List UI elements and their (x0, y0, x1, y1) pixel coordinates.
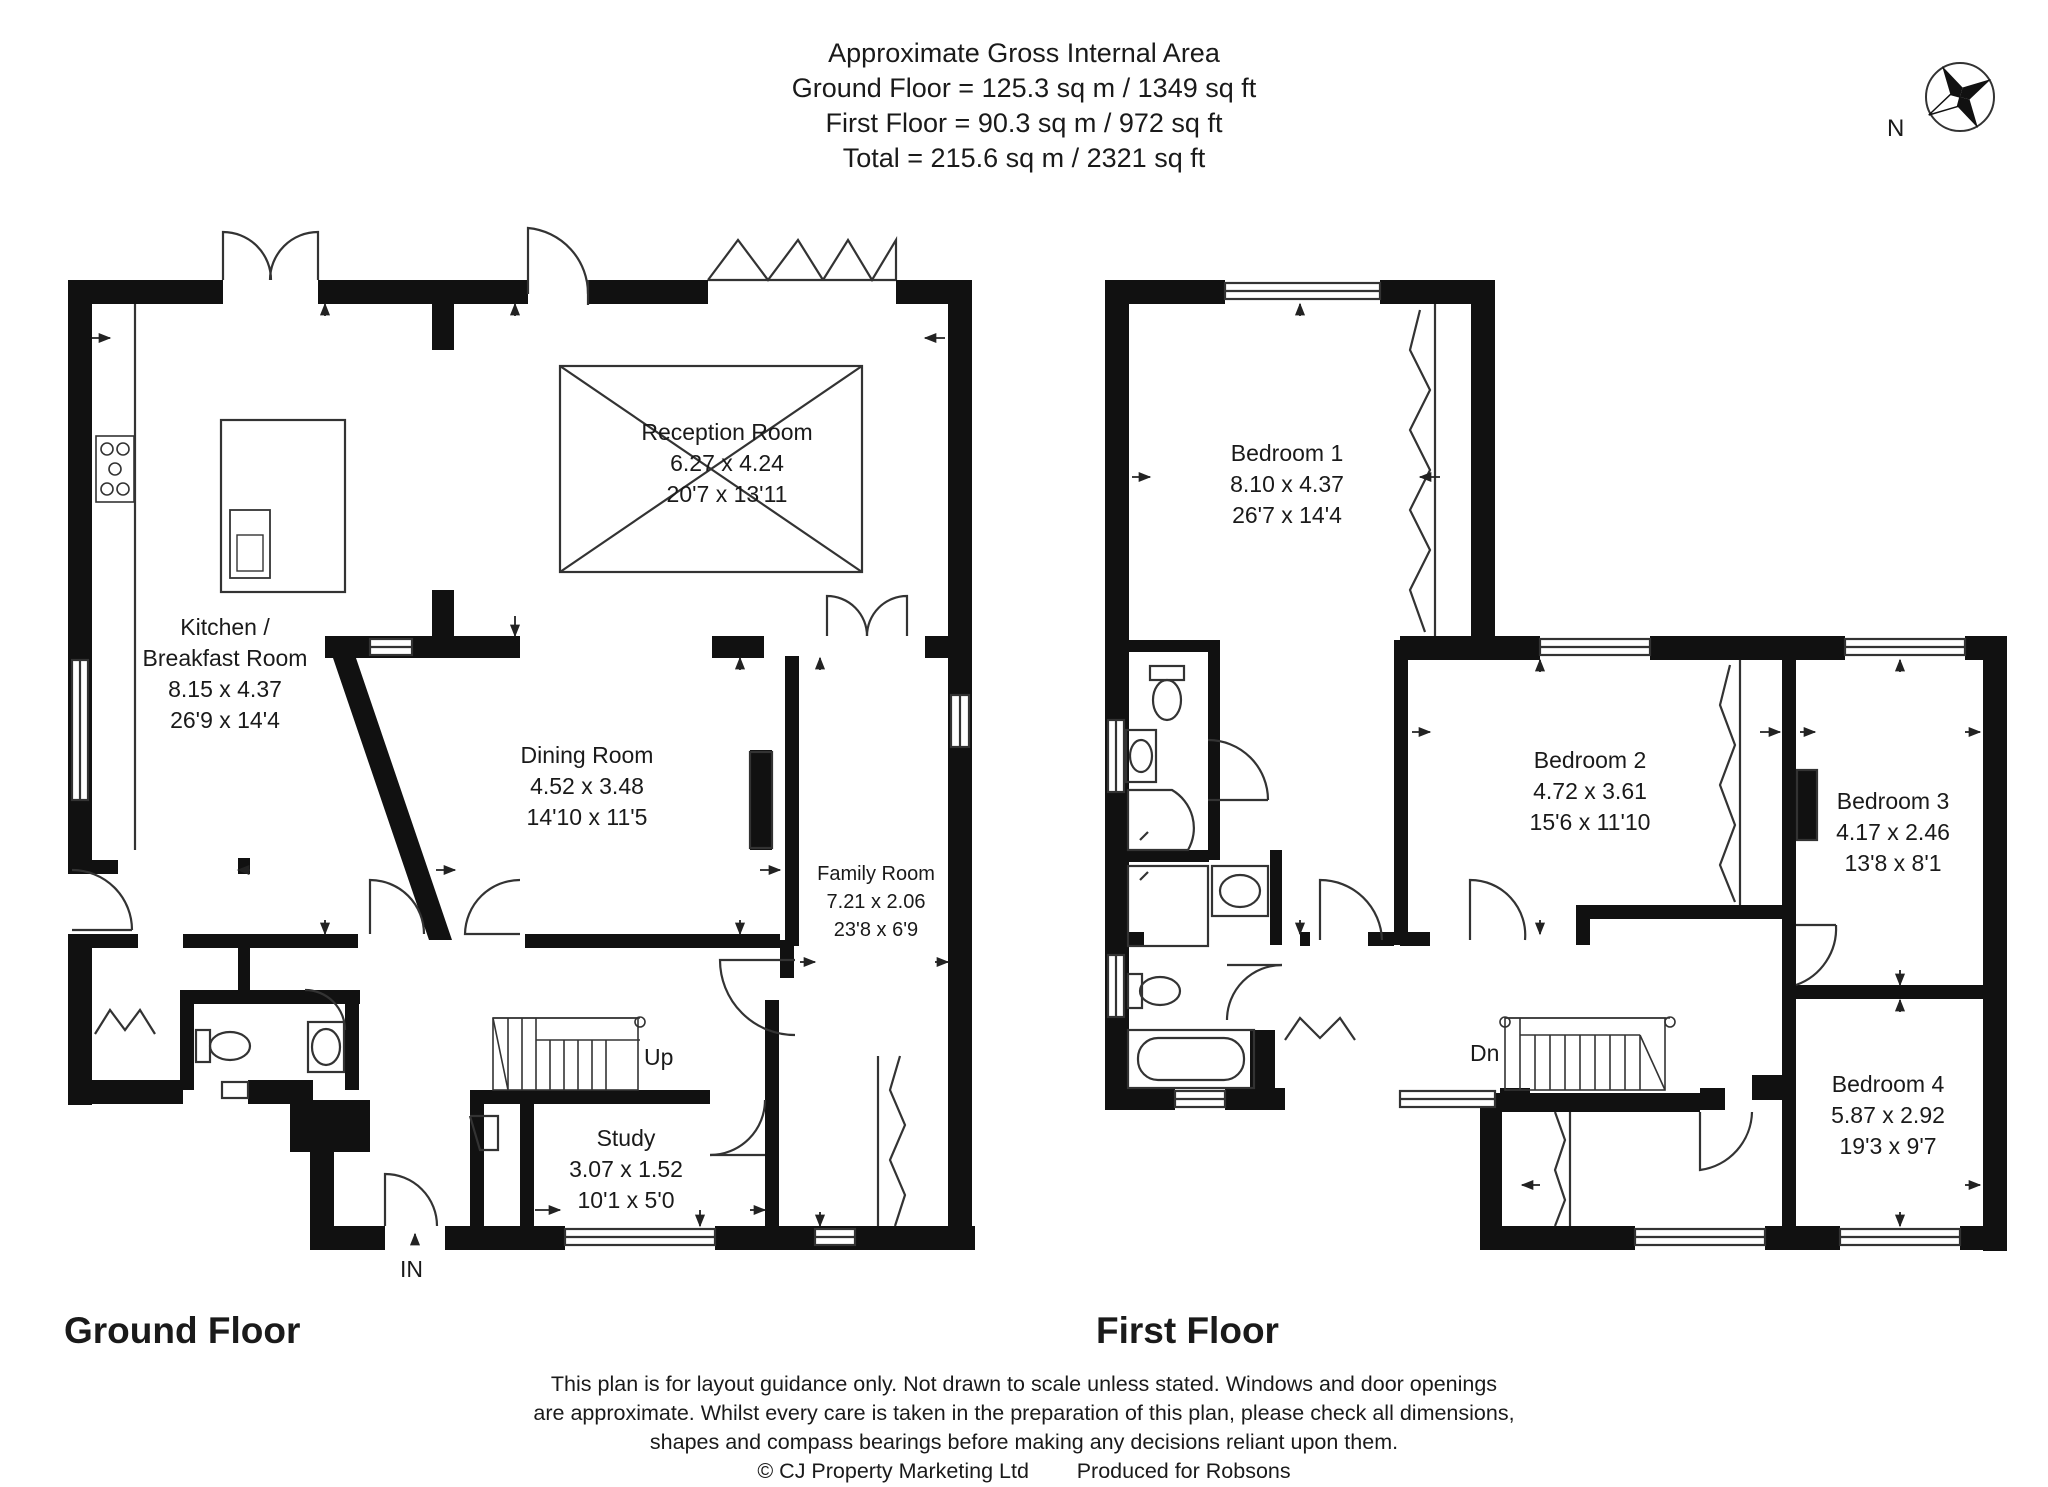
disclaimer-line-2: are approximate. Whilst every care is ta… (533, 1401, 1515, 1425)
total-area: Total = 215.6 sq m / 2321 sq ft (842, 143, 1206, 173)
bathroom-bath-icon (1126, 1028, 1256, 1090)
ground-floor-area: Ground Floor = 125.3 sq m / 1349 sq ft (791, 73, 1257, 103)
bathroom-shower-icon (1126, 864, 1210, 948)
ensuite-door (1207, 738, 1270, 801)
room-label-bedroom-1: Bedroom 1 8.10 x 4.37 26'7 x 14'4 (1230, 440, 1344, 528)
room-label-dining: Dining Room 4.52 x 3.48 14'10 x 11'5 (520, 742, 654, 830)
room-label-family: Family Room 7.21 x 2.06 23'8 x 6'9 (817, 863, 935, 941)
family-room-french-doors (825, 594, 909, 637)
bedroom-4-door (1698, 1111, 1754, 1172)
kitchen-island (219, 418, 347, 594)
diagonal-wall (333, 658, 452, 940)
first-floor-plan (1105, 280, 2007, 1251)
area-summary-heading: Approximate Gross Internal Area (828, 38, 1220, 68)
side-door (71, 868, 134, 931)
ensuite-toilet-icon (1148, 664, 1186, 722)
ground-floor-title: Ground Floor (64, 1310, 301, 1351)
copyright-line: © CJ Property Marketing Ltd Produced for… (757, 1459, 1291, 1483)
entrance-label: IN (400, 1256, 423, 1282)
family-room-door (718, 958, 796, 1037)
hob-icon (95, 435, 135, 503)
room-label-study: Study 3.07 x 1.52 10'1 x 5'0 (569, 1125, 683, 1213)
compass-north-label: N (1887, 115, 1905, 142)
stairs-up-label: Up (644, 1044, 674, 1070)
room-label-bedroom-2: Bedroom 2 4.72 x 3.61 15'6 x 11'10 (1529, 747, 1651, 835)
bathroom-door (1225, 963, 1283, 1021)
ensuite-basin-icon (1124, 728, 1158, 784)
compass-icon (1925, 62, 1995, 132)
bedroom-2-door (1468, 878, 1527, 941)
first-floor-title: First Floor (1096, 1310, 1279, 1351)
ground-staircase (492, 1016, 646, 1091)
ground-floor-plan (68, 226, 975, 1250)
room-label-bedroom-3: Bedroom 3 4.17 x 2.46 13'8 x 8'1 (1836, 788, 1950, 876)
bifold-doors (707, 236, 898, 283)
kitchen-sink-icon (229, 509, 271, 579)
stairs-down-label: Dn (1470, 1040, 1500, 1066)
roof-lantern (558, 364, 864, 574)
ground-wc-toilet-icon (194, 1028, 252, 1064)
first-floor-staircase (1499, 1016, 1676, 1091)
room-label-bedroom-4: Bedroom 4 5.87 x 2.92 19'3 x 9'7 (1831, 1071, 1945, 1159)
ground-floor-walls (68, 280, 975, 1250)
bathroom-basin-icon (1210, 864, 1270, 918)
reception-door (526, 226, 590, 295)
first-floor-area: First Floor = 90.3 sq m / 972 sq ft (825, 108, 1223, 138)
ensuite-shower-icon (1126, 788, 1195, 852)
disclaimer-line-3: shapes and compass bearings before makin… (649, 1430, 1399, 1454)
dining-door (463, 878, 521, 936)
ground-wc-basin-icon (306, 1020, 346, 1074)
dining-fireplace (748, 750, 774, 850)
kitchen-french-doors (221, 230, 320, 281)
bedroom-1-door (1318, 878, 1384, 941)
room-label-kitchen: Kitchen / Breakfast Room 8.15 x 4.37 26'… (142, 614, 308, 733)
disclaimer-line-1: This plan is for layout guidance only. N… (550, 1372, 1498, 1396)
room-label-reception: Reception Room 6.27 x 4.24 20'7 x 13'11 (641, 419, 813, 507)
bedroom-3-door (1795, 924, 1838, 987)
hall-door-1 (368, 878, 426, 935)
front-door (383, 1172, 439, 1227)
bathroom-toilet-icon (1126, 972, 1182, 1010)
study-door (709, 1099, 767, 1157)
